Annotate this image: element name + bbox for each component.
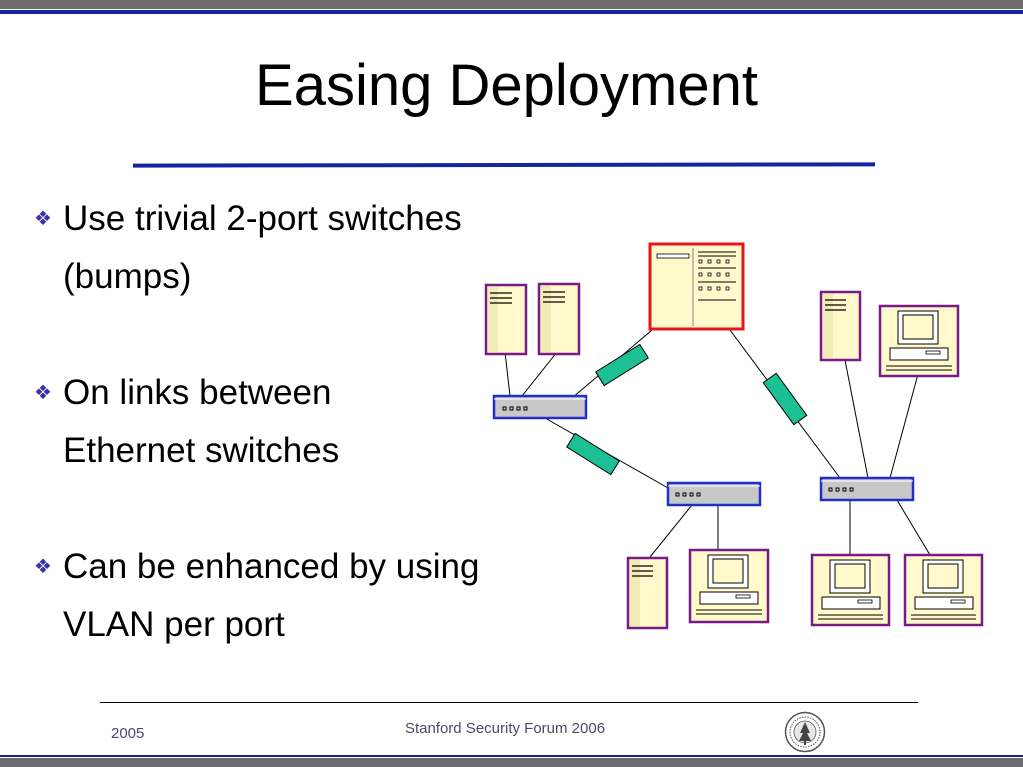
footer-divider (100, 702, 918, 703)
slide-title: Easing Deployment (255, 53, 758, 118)
server-tower-icon (484, 283, 528, 356)
bullet-line: On links between (63, 373, 332, 412)
bump-switch-icon (595, 343, 649, 387)
bump-switch-icon (566, 432, 620, 476)
ethernet-switch-icon (492, 394, 588, 420)
link-line (649, 504, 693, 558)
bullet-diamond-icon: ❖ (34, 382, 52, 404)
bullet-line: Use trivial 2-port switches (63, 199, 462, 238)
server-tower-icon (626, 556, 669, 630)
server-tower-icon (537, 282, 581, 356)
bump-switches (566, 343, 808, 476)
workstation-icon (878, 304, 960, 378)
bullet-line: (bumps) (63, 257, 192, 296)
bullet-line: Ethernet switches (63, 431, 340, 470)
link-line (844, 359, 869, 479)
bullet-diamond-icon: ❖ (34, 208, 52, 230)
bullet-item: ❖ Can be enhanced by using VLAN per port (34, 538, 574, 654)
link-line (896, 499, 931, 556)
bullet-list: ❖ Use trivial 2-port switches (bumps) ❖ … (34, 190, 574, 712)
title-underline (133, 162, 875, 168)
bullet-item: ❖ On links between Ethernet switches (34, 364, 574, 480)
bullet-diamond-icon: ❖ (34, 556, 52, 578)
workstation-icon (810, 553, 891, 627)
workstation-icon (903, 553, 984, 627)
router-icon (648, 242, 745, 331)
bullet-line: Can be enhanced by using (63, 547, 480, 586)
bullet-line: VLAN per port (63, 605, 285, 644)
bump-switch-icon (762, 372, 808, 426)
footer-year: 2005 (111, 725, 145, 742)
top-border (0, 0, 1023, 16)
stanford-seal-icon (784, 711, 826, 753)
link-line (889, 373, 919, 479)
ethernet-switch-icon (666, 481, 762, 507)
bottom-border (0, 755, 1023, 767)
ethernet-switch-icon (819, 476, 915, 502)
network-diagram (484, 242, 984, 630)
server-tower-icon (819, 290, 862, 362)
link-line (504, 351, 511, 397)
link-line (521, 351, 558, 397)
bullet-item: ❖ Use trivial 2-port switches (bumps) (34, 190, 574, 306)
workstation-icon (688, 548, 770, 624)
footer-title: Stanford Security Forum 2006 (404, 720, 606, 737)
